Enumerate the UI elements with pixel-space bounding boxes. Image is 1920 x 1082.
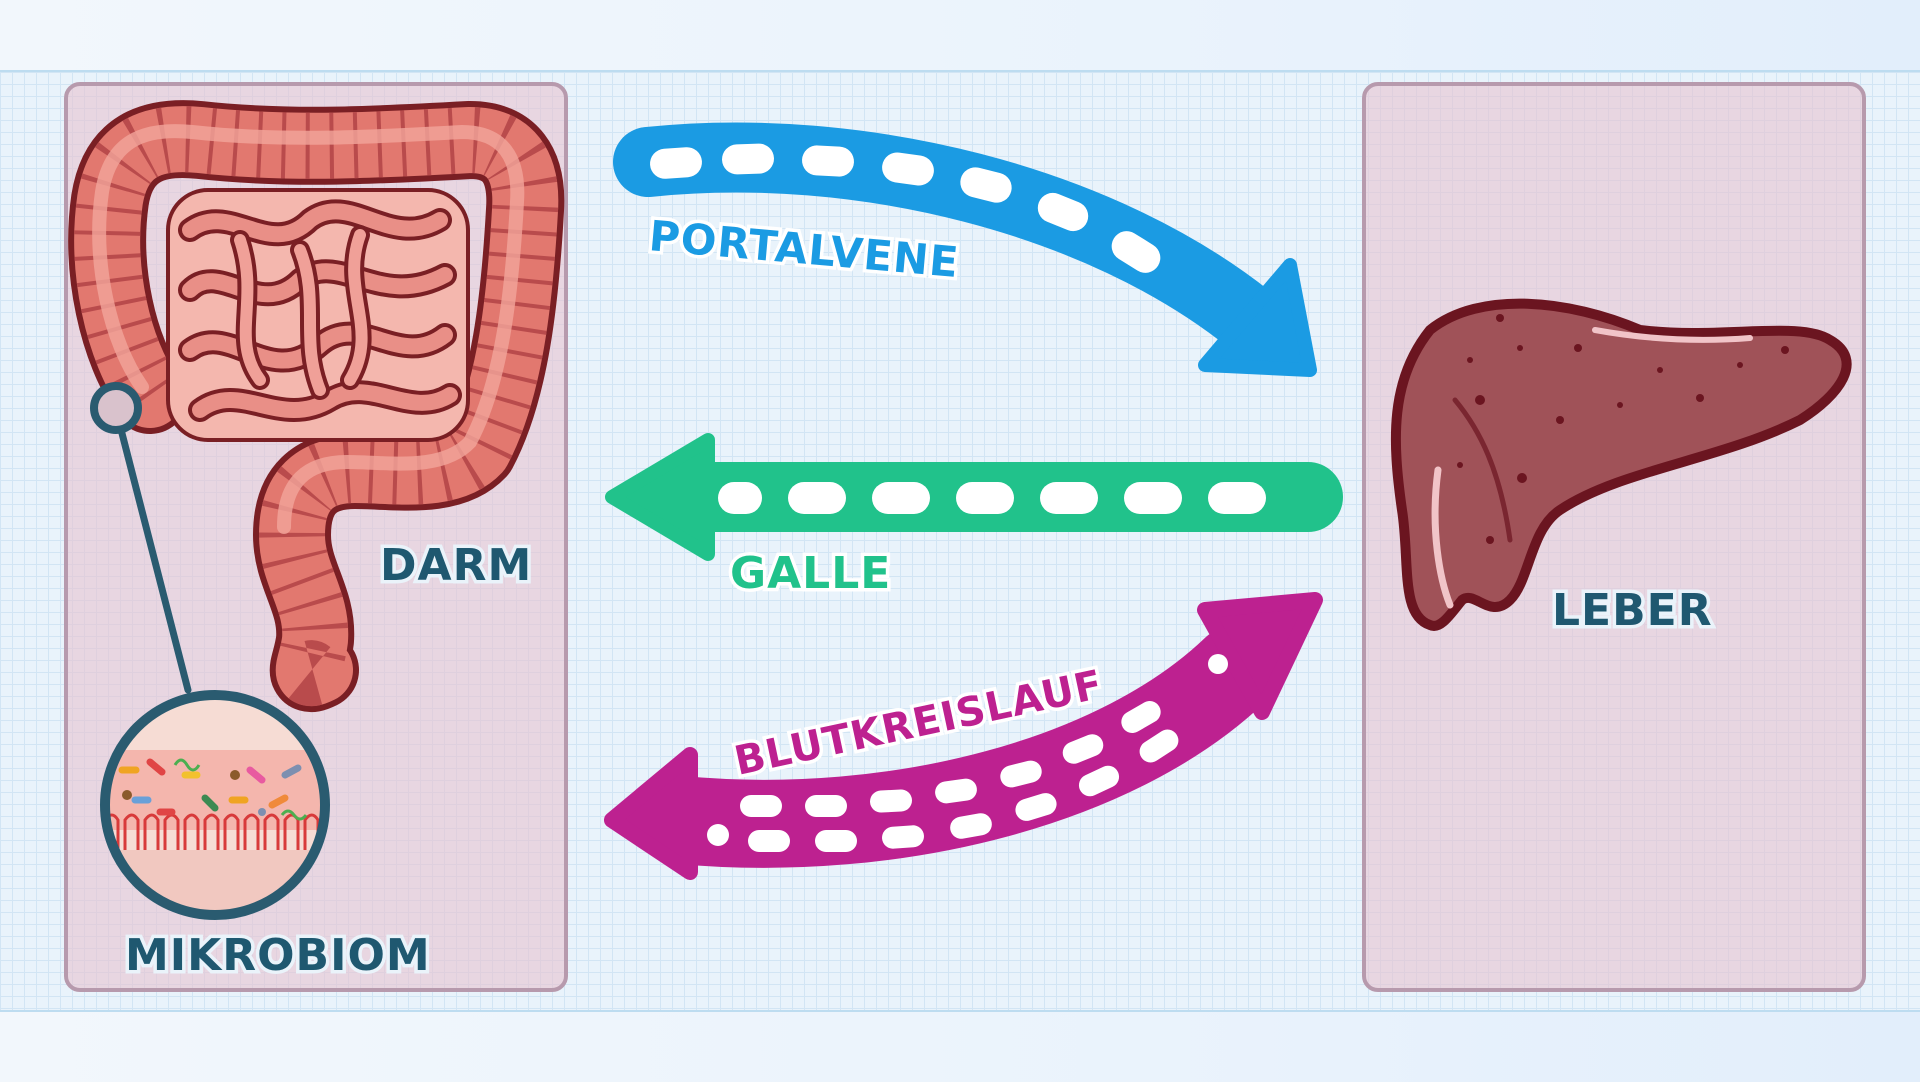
liver-icon: [1390, 298, 1852, 631]
bottom-band: [0, 1010, 1920, 1082]
portalvene-arrow: [613, 122, 1317, 377]
label-leber: LEBER: [1552, 585, 1713, 636]
label-galle: GALLE: [730, 548, 891, 599]
label-darm: DARM: [380, 540, 532, 591]
label-mikrobiom: MIKROBIOM: [125, 930, 431, 981]
blutkreislauf-arrow: [604, 592, 1323, 880]
microbiome-magnifier-icon: [90, 382, 330, 920]
intestine-icon: [68, 100, 565, 713]
top-band: [0, 0, 1920, 72]
galle-arrow: [605, 433, 1343, 561]
label-portalvene: PORTALVENE: [647, 211, 961, 287]
